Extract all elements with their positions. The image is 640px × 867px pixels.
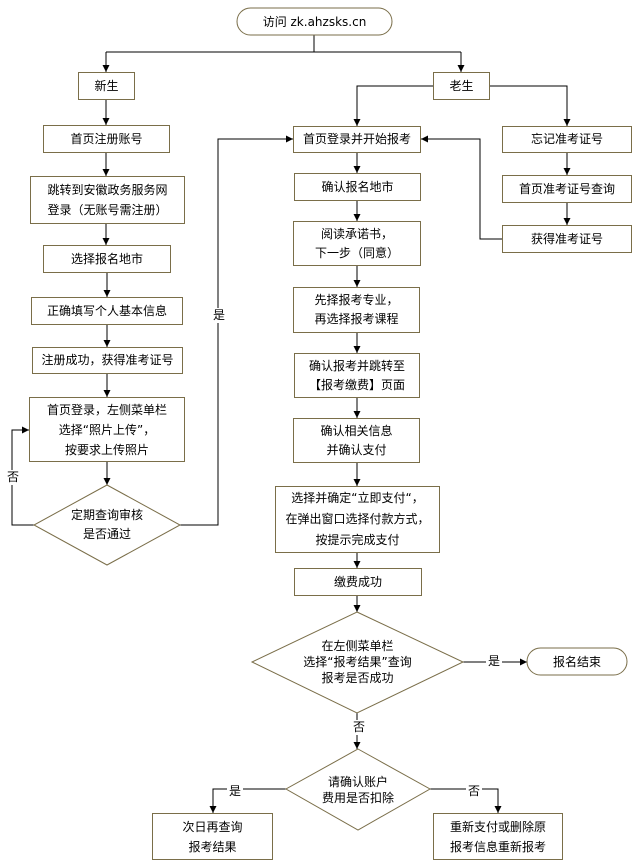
edge-fee-yes <box>209 788 286 813</box>
node-confirm-info-pay: 确认相关信息 并确认支付 <box>293 418 420 463</box>
terminator-finish: 报名结束 <box>552 655 601 669</box>
node-ticket-query: 首页准考证号查询 <box>502 175 632 203</box>
node-register-account: 首页注册账号 <box>43 125 170 153</box>
terminator-finish-shape <box>526 647 628 676</box>
node-read-commitment: 阅读承诺书， 下一步（同意） <box>293 221 421 266</box>
edge-label-result-yes: 是 <box>486 654 502 669</box>
node-login-start: 首页登录并开始报考 <box>293 126 421 153</box>
edge-fee-no <box>430 788 502 813</box>
terminator-start: 访问 zk.ahzsks.cn <box>262 15 367 29</box>
diamond-result-check: 在左侧菜单栏 选择“报考结果”查询 报考是否成功 <box>303 639 412 685</box>
node-forgot-ticket: 忘记准考证号 <box>502 126 632 153</box>
node-old-student: 老生 <box>433 72 490 100</box>
diamond-fee-check: 请确认账户 费用是否扣除 <box>321 774 394 805</box>
diamond-review-check: 定期查询审核 是否通过 <box>70 508 143 541</box>
edge-review-yes <box>180 135 293 526</box>
diamond-fee-check-shape <box>284 748 432 831</box>
node-choose-city: 选择报名地市 <box>43 245 171 273</box>
node-got-ticket: 获得准考证号 <box>502 225 632 253</box>
edge-label-fee-yes: 是 <box>227 784 243 799</box>
node-register-success: 注册成功，获得准考证号 <box>32 347 183 374</box>
node-fill-info: 正确填写个人基本信息 <box>31 297 183 325</box>
edge-label-fee-no: 否 <box>466 784 482 799</box>
terminator-start-shape <box>236 7 393 36</box>
node-pay-now: 选择并确定“立即支付“， 在弹出窗口选择付款方式， 按提示完成支付 <box>275 486 440 553</box>
node-query-next-day: 次日再查询 报考结果 <box>152 813 273 860</box>
edge-label-review-no: 否 <box>5 470 21 485</box>
node-photo-upload: 首页登录，左侧菜单栏 选择“照片上传”， 按要求上传照片 <box>29 397 185 462</box>
edge-old-left <box>353 85 433 126</box>
edge-label-review-yes: 是 <box>211 308 227 323</box>
node-new-student: 新生 <box>78 72 135 100</box>
node-gov-login: 跳转到安徽政务服务网 登录（无账号需注册） <box>30 176 185 224</box>
node-confirm-jump-pay: 确认报考并跳转至 【报考缴费】页面 <box>294 353 420 398</box>
edge-old-right <box>490 85 571 126</box>
node-choose-major: 先择报考专业， 再选择报考课程 <box>293 287 420 333</box>
edge-label-result-no: 否 <box>351 720 367 735</box>
node-repay: 重新支付或删除原 报考信息重新报考 <box>433 813 563 860</box>
node-pay-success: 缴费成功 <box>294 568 422 596</box>
diamond-result-check-shape <box>250 611 465 714</box>
node-confirm-city: 确认报名地市 <box>294 173 421 201</box>
diamond-review-check-shape <box>32 484 182 566</box>
edge-got-ticket-loop <box>421 135 502 240</box>
